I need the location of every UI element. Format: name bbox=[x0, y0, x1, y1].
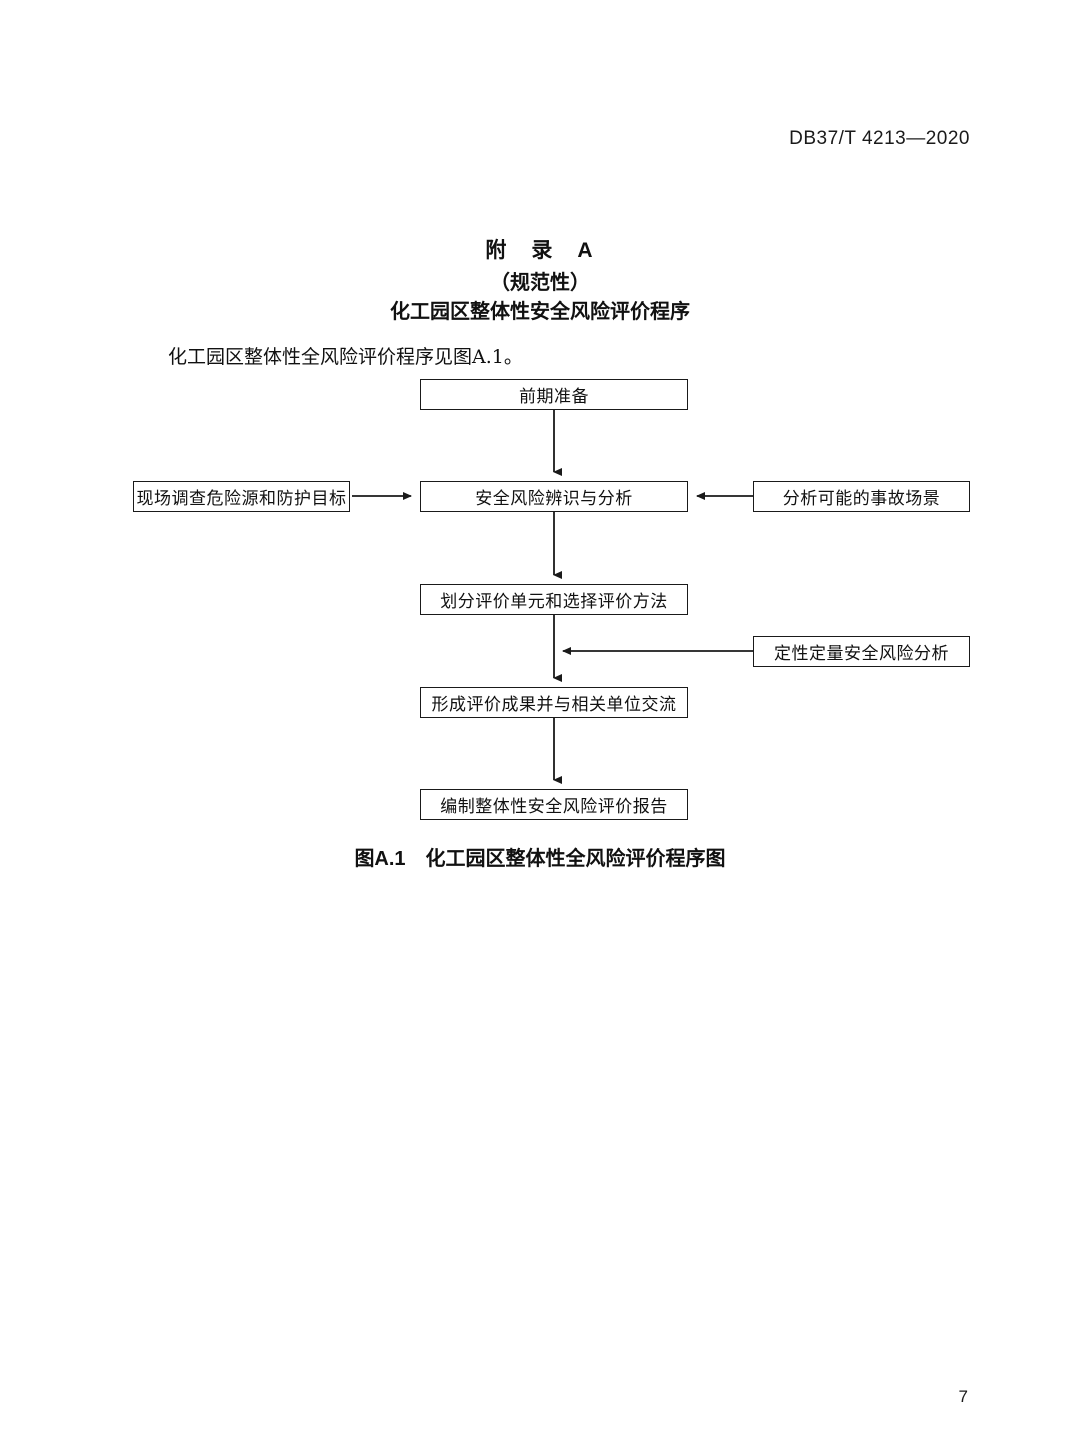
flowchart: 前期准备 安全风险辨识与分析 划分评价单元和选择评价方法 形成评价成果并与相关单… bbox=[133, 379, 970, 820]
flow-node-risk-identification-analysis: 安全风险辨识与分析 bbox=[420, 481, 688, 512]
annex-title: 附 录 A bbox=[485, 239, 595, 262]
flow-node-site-survey-hazards-targets: 现场调查危险源和防护目标 bbox=[133, 481, 350, 512]
flow-node-form-results-and-communicate: 形成评价成果并与相关单位交流 bbox=[420, 687, 688, 718]
body-paragraph: 化工园区整体性全风险评价程序见图A.1。 bbox=[168, 346, 523, 368]
flow-node-preliminary-preparation: 前期准备 bbox=[420, 379, 688, 410]
flow-node-divide-units-select-methods: 划分评价单元和选择评价方法 bbox=[420, 584, 688, 615]
standard-number-header: DB37/T 4213—2020 bbox=[789, 128, 970, 149]
page-number: 7 bbox=[958, 1387, 968, 1406]
figure-caption: 图A.1 化工园区整体性全风险评价程序图 bbox=[354, 848, 726, 870]
annex-kind: （规范性） bbox=[490, 272, 590, 294]
flow-node-qualitative-quantitative-analysis: 定性定量安全风险分析 bbox=[753, 636, 970, 667]
flow-node-analyze-accident-scenarios: 分析可能的事故场景 bbox=[753, 481, 970, 512]
annex-subject-title: 化工园区整体性安全风险评价程序 bbox=[390, 301, 690, 323]
flow-node-compile-assessment-report: 编制整体性安全风险评价报告 bbox=[420, 789, 688, 820]
flowchart-connectors bbox=[352, 410, 753, 784]
